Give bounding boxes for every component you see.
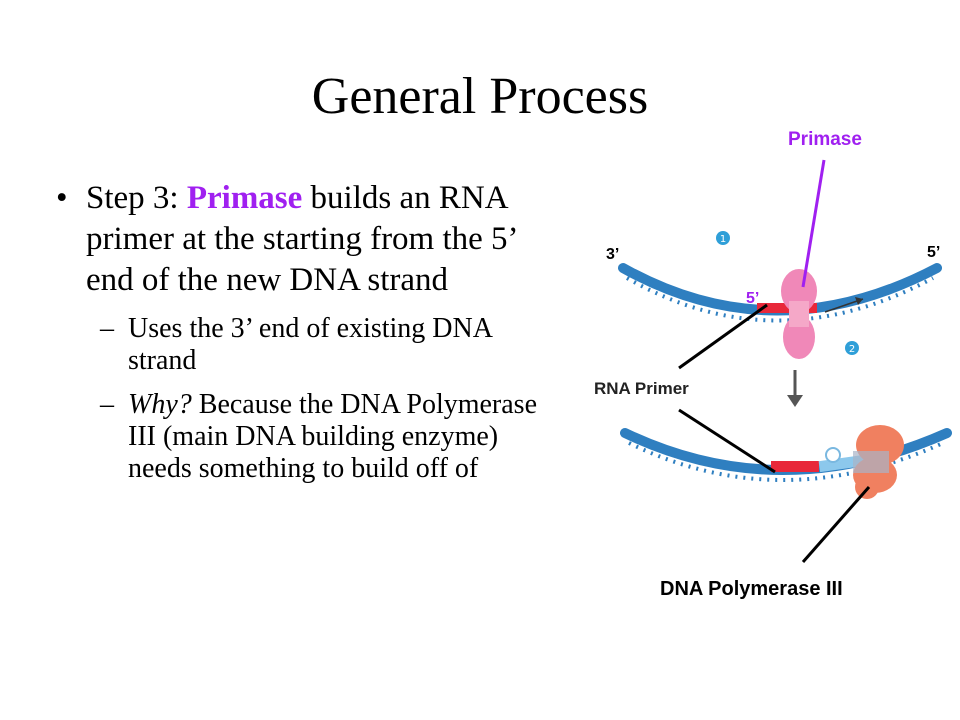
dna-pol-callout bbox=[801, 486, 871, 563]
step-marker-2-label: 2 bbox=[849, 344, 855, 355]
dna-polymerase-iii bbox=[853, 425, 904, 499]
main-bullet: • Step 3: Primase builds an RNA primer at… bbox=[56, 178, 556, 301]
sub-bullet-1: –Uses the 3’ end of existing DNA strand bbox=[56, 313, 556, 377]
bullet-dot: • bbox=[56, 180, 68, 216]
five-prime-primer-label: 5’ bbox=[746, 290, 760, 307]
dna-polymerase-label: DNA Polymerase III bbox=[660, 578, 843, 600]
primase-callout bbox=[801, 159, 826, 288]
sub-bullet-text: Because the DNA Polymerase III (main DNA… bbox=[128, 389, 538, 484]
sub-bullet-text: Uses the 3’ end of existing DNA strand bbox=[128, 313, 492, 376]
step-marker-2: 2 bbox=[845, 341, 859, 355]
step-marker-1-label: 1 bbox=[720, 234, 726, 245]
lower-rna-primer bbox=[771, 461, 819, 472]
sub-bullet-italic: Why? bbox=[128, 389, 192, 420]
upper-rna-primer bbox=[757, 303, 817, 313]
synthesis-arrow bbox=[824, 297, 864, 313]
bullet-highlight: Primase bbox=[186, 180, 303, 216]
five-prime-right-label: 5’ bbox=[927, 244, 941, 261]
sliding-clamp bbox=[825, 447, 841, 463]
bullet-list: • Step 3: Primase builds an RNA primer at… bbox=[56, 178, 556, 485]
step-marker-1: 1 bbox=[716, 231, 730, 245]
replication-diagram: 1 2 bbox=[575, 115, 960, 615]
down-arrow bbox=[787, 370, 803, 407]
rna-primer-callout-upper bbox=[678, 303, 768, 370]
primase-label: Primase bbox=[788, 129, 862, 150]
sub-bullet-dash: – bbox=[100, 313, 114, 344]
rna-primer-label: RNA Primer bbox=[594, 379, 689, 398]
sub-bullet-2: –Why? Because the DNA Polymerase III (ma… bbox=[56, 389, 556, 485]
bullet-rest: builds an RNA primer at the starting fro… bbox=[86, 180, 517, 298]
rna-primer-callout-lower bbox=[678, 408, 776, 474]
three-prime-label: 3’ bbox=[606, 246, 620, 263]
bullet-prefix: Step 3: bbox=[86, 180, 187, 216]
slide-title: General Process bbox=[311, 68, 649, 125]
sub-bullet-dash: – bbox=[100, 389, 114, 420]
primase-enzyme bbox=[781, 269, 817, 359]
